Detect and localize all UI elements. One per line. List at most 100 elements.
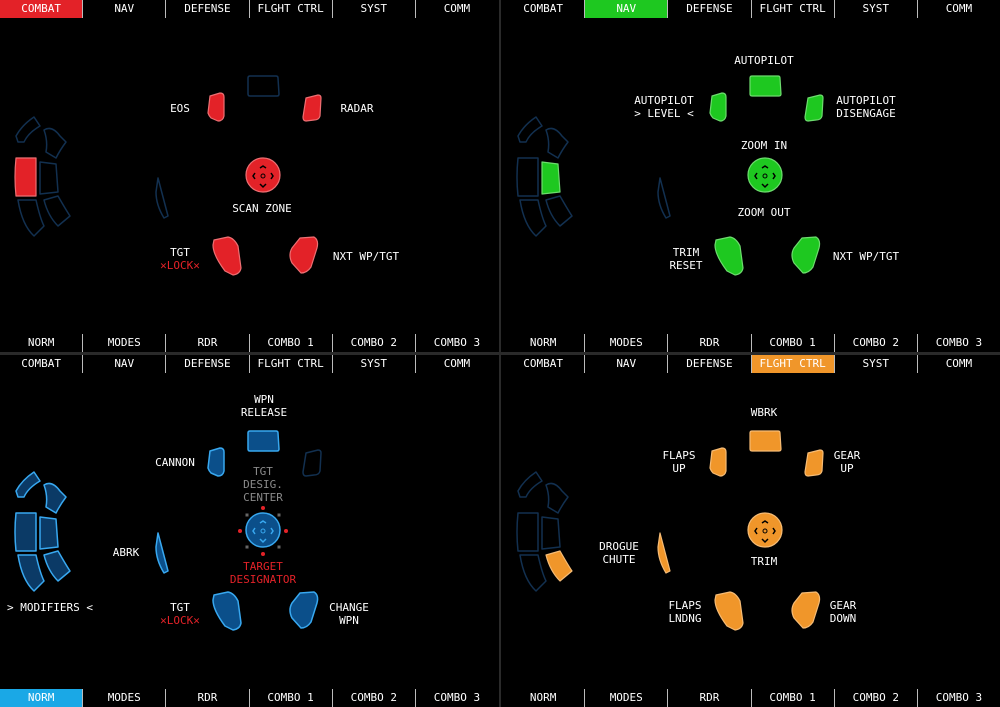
button-hat[interactable] [245,512,281,548]
tab-combat[interactable]: COMBAT [0,355,84,373]
tab-modes[interactable]: MODES [83,689,167,707]
tab-modes[interactable]: MODES [585,689,669,707]
tab-combo-2[interactable]: COMBO 2 [333,334,416,352]
button-top[interactable] [247,75,280,97]
tab-defense[interactable]: DEFENSE [668,0,752,18]
tab-combat[interactable]: COMBAT [502,355,586,373]
tab-comm[interactable]: COMM [945,357,973,370]
tab-defense[interactable]: DEFENSE [668,355,752,373]
grip-segment-tr[interactable] [545,127,569,159]
tab-combo-3[interactable]: COMBO 3 [935,336,983,349]
button-dnL[interactable] [212,236,242,276]
tab-rdr[interactable]: RDR [166,334,250,352]
tab-nav[interactable]: NAV [83,355,167,373]
tab-defense[interactable]: DEFENSE [166,355,250,373]
button-upL[interactable] [207,92,225,122]
grip-segment-tl[interactable] [15,471,41,498]
grip-segment-mr[interactable] [39,516,59,550]
tab-flght-ctrl[interactable]: FLGHT CTRL [752,0,835,18]
grip-segment-bl[interactable] [519,554,547,592]
grip-segment-br[interactable] [43,550,71,582]
button-upL[interactable] [207,447,225,477]
grip-segment-tr[interactable] [43,127,67,159]
tab-norm[interactable]: NORM [502,334,586,352]
tab-rdr[interactable]: RDR [166,689,250,707]
tab-norm[interactable]: NORM [0,689,84,707]
tab-flght-ctrl[interactable]: FLGHT CTRL [751,355,835,373]
button-dnR[interactable] [289,236,319,274]
grip-segment-bl[interactable] [17,199,45,237]
tab-combo-1[interactable]: COMBO 1 [752,334,835,352]
tab-combo-3[interactable]: COMBO 3 [433,691,481,704]
grip-segment-bl[interactable] [519,199,547,237]
tab-syst[interactable]: SYST [333,0,416,18]
tab-combo-1[interactable]: COMBO 1 [752,689,835,707]
button-top[interactable] [247,430,280,452]
tab-norm[interactable]: NORM [0,334,84,352]
button-upR[interactable] [302,94,322,122]
button-dnL[interactable] [714,591,744,631]
tab-modes[interactable]: MODES [585,334,669,352]
tab-comm[interactable]: COMM [443,2,471,15]
grip-segment-br[interactable] [545,195,573,227]
tab-syst[interactable]: SYST [333,355,416,373]
grip-segment-tl[interactable] [517,116,543,143]
button-left[interactable] [155,177,169,219]
grip-segment-tl[interactable] [517,471,543,498]
tab-combo-1[interactable]: COMBO 1 [250,334,333,352]
grip-segment-bl[interactable] [17,554,45,592]
tab-combo-2[interactable]: COMBO 2 [835,334,918,352]
tab-combat[interactable]: COMBAT [0,0,84,18]
button-upR[interactable] [302,449,322,477]
tab-comm[interactable]: COMM [945,2,973,15]
tab-combo-3[interactable]: COMBO 3 [433,336,481,349]
tab-combo-3[interactable]: COMBO 3 [935,691,983,704]
grip-segment-br[interactable] [545,550,573,582]
button-hat[interactable] [747,512,783,548]
button-hat[interactable] [245,157,281,193]
tab-defense[interactable]: DEFENSE [166,0,250,18]
grip-segment-ml[interactable] [516,157,539,197]
button-dnL[interactable] [212,591,242,631]
tab-nav[interactable]: NAV [585,0,669,18]
tab-nav[interactable]: NAV [585,355,669,373]
button-upR[interactable] [804,94,824,122]
grip-segment-mr[interactable] [541,516,561,550]
grip-segment-ml[interactable] [14,157,37,197]
tab-norm[interactable]: NORM [502,689,586,707]
button-dnL[interactable] [714,236,744,276]
grip-segment-br[interactable] [43,195,71,227]
tab-flght-ctrl[interactable]: FLGHT CTRL [250,0,333,18]
button-dnR[interactable] [791,236,821,274]
tab-flght-ctrl[interactable]: FLGHT CTRL [250,355,333,373]
button-hat[interactable] [747,157,783,193]
grip-segment-tr[interactable] [43,482,67,514]
grip-segment-tl[interactable] [15,116,41,143]
grip-segment-tr[interactable] [545,482,569,514]
tab-rdr[interactable]: RDR [668,689,752,707]
button-left[interactable] [155,532,169,574]
button-top[interactable] [749,430,782,452]
button-left[interactable] [657,177,671,219]
tab-combo-2[interactable]: COMBO 2 [835,689,918,707]
button-upL[interactable] [709,92,727,122]
grip-segment-ml[interactable] [516,512,539,552]
tab-combo-2[interactable]: COMBO 2 [333,689,416,707]
tab-rdr[interactable]: RDR [668,334,752,352]
tab-comm[interactable]: COMM [443,357,471,370]
grip-segment-mr[interactable] [541,161,561,195]
tab-modes[interactable]: MODES [83,334,167,352]
tab-nav[interactable]: NAV [83,0,167,18]
grip-segment-ml[interactable] [14,512,37,552]
button-upL[interactable] [709,447,727,477]
tab-combo-1[interactable]: COMBO 1 [250,689,333,707]
tab-syst[interactable]: SYST [835,355,918,373]
button-top[interactable] [749,75,782,97]
grip-segment-mr[interactable] [39,161,59,195]
tab-combat[interactable]: COMBAT [502,0,586,18]
button-left[interactable] [657,532,671,574]
tab-syst[interactable]: SYST [835,0,918,18]
button-dnR[interactable] [289,591,319,629]
button-dnR[interactable] [791,591,821,629]
button-upR[interactable] [804,449,824,477]
